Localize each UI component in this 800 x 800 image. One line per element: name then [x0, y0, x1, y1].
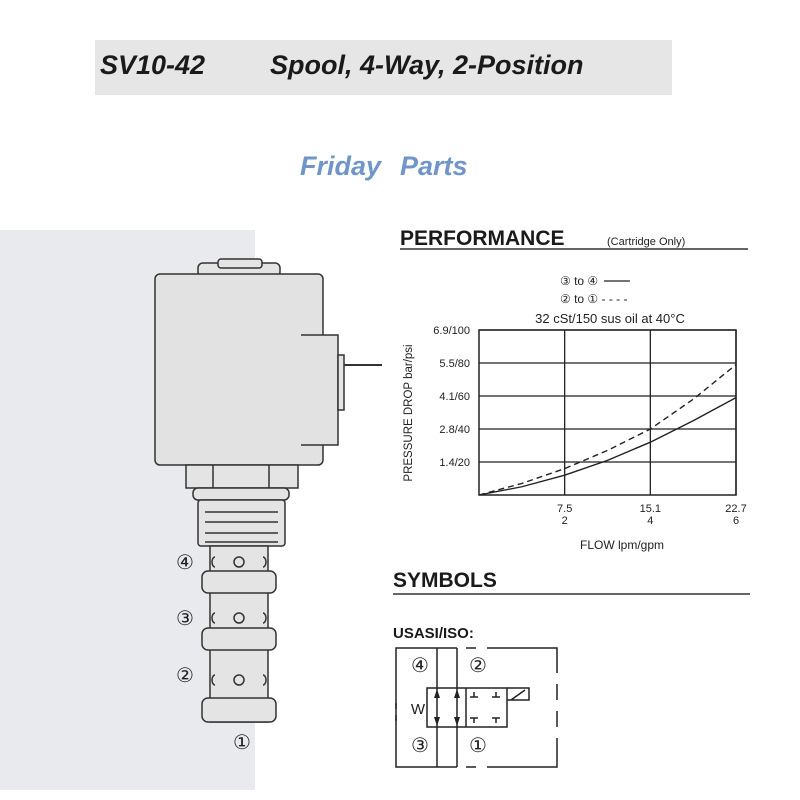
- page-title: Spool, 4-Way, 2-Position: [270, 50, 584, 80]
- svg-text:Friday: Friday: [300, 151, 383, 181]
- valve-illustration: [154, 258, 382, 723]
- symbol-port-3: ③: [411, 735, 429, 757]
- valve-port-4-label: ④: [176, 552, 194, 574]
- port-hole: [233, 612, 245, 624]
- title-band: [95, 40, 672, 95]
- y-tick-label: 4.1/60: [439, 391, 470, 403]
- seal-ring-1: [201, 570, 277, 594]
- y-tick-label: 2.8/40: [439, 424, 470, 436]
- spring-label: W: [411, 701, 426, 718]
- valve-port-1-label: ①: [233, 732, 251, 754]
- x-tick-label-lpm: 7.5: [557, 503, 572, 515]
- solenoid-icon: [507, 687, 530, 701]
- x-tick-label-gpm: 6: [733, 515, 739, 527]
- fridayparts-watermark-logo: Friday Parts: [300, 151, 468, 181]
- hex-nut: [185, 464, 299, 489]
- port-hole: [233, 674, 245, 686]
- o-ring: [192, 487, 290, 501]
- coil-nut-top: [217, 258, 263, 269]
- model-number: SV10-42: [100, 50, 205, 80]
- valve-envelope: [426, 687, 508, 728]
- thread-body: [197, 499, 286, 547]
- valve-port-2-label: ②: [176, 665, 194, 687]
- symbol-port-4: ④: [411, 655, 429, 677]
- connector-box: [301, 334, 339, 446]
- symbols-heading: SYMBOLS: [393, 569, 497, 592]
- y-axis-label: PRESSURE DROP bar/psi: [403, 344, 415, 481]
- svg-text:Parts: Parts: [400, 151, 468, 181]
- performance-heading: PERFORMANCE: [400, 227, 565, 250]
- seal-ring-3: [201, 697, 277, 723]
- blocked-ports-icon: [470, 692, 500, 723]
- pressure-drop-chart: 1.4/20 2.8/40 4.1/60 5.5/80 6.9/100 7.52 15.14…: [433, 325, 746, 527]
- symbol-port-1: ①: [469, 735, 487, 757]
- y-tick-label: 6.9/100: [433, 325, 470, 337]
- symbol-port-2: ②: [469, 655, 487, 677]
- x-tick-label-lpm: 15.1: [640, 503, 661, 515]
- symbol-standard-label: USASI/ISO:: [393, 625, 474, 642]
- solenoid-coil: [154, 273, 324, 466]
- y-tick-label: 1.4/20: [439, 457, 470, 469]
- connector-plate: [337, 354, 345, 411]
- legend-item-dashed: ② to ① - - - -: [560, 292, 628, 306]
- x-tick-label-gpm: 2: [562, 515, 568, 527]
- series-line-dashed: [478, 364, 737, 496]
- seal-ring-2: [201, 627, 277, 651]
- x-axis-label: FLOW lpm/gpm: [580, 538, 664, 552]
- hydraulic-symbol: [395, 647, 558, 768]
- x-tick-label-gpm: 4: [647, 515, 653, 527]
- y-tick-label: 5.5/80: [439, 358, 470, 370]
- valve-port-3-label: ③: [176, 608, 194, 630]
- x-tick-label-lpm: 22.7: [725, 503, 746, 515]
- plot-frame: [478, 329, 737, 496]
- performance-subheading: (Cartridge Only): [607, 236, 685, 248]
- port-hole: [233, 556, 245, 568]
- legend-item-solid: ③ to ④: [560, 274, 598, 288]
- symbol-outline-dashed: [466, 647, 558, 768]
- flow-arrows-icon: [434, 689, 460, 726]
- series-line-solid: [478, 397, 737, 496]
- chart-condition: 32 cSt/150 sus oil at 40°C: [535, 311, 685, 326]
